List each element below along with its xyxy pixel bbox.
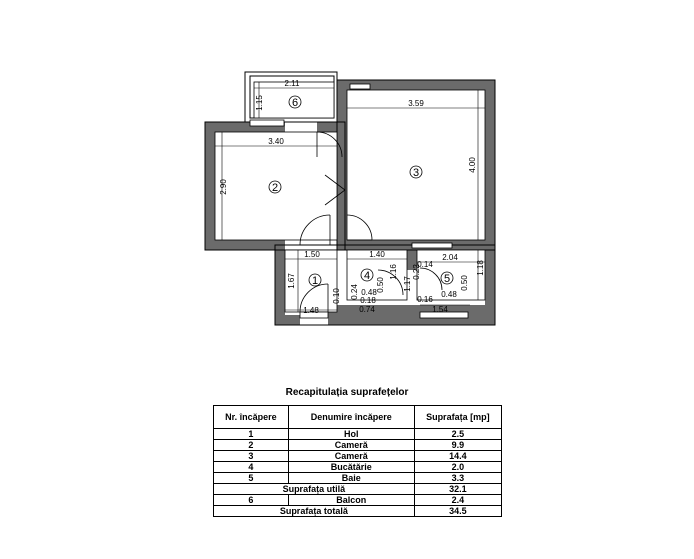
room-number-4: 4	[364, 270, 370, 282]
header-area: Suprafața [mp]	[413, 405, 503, 429]
room-number-3: 3	[413, 167, 419, 179]
dim-label: 3.59	[408, 99, 424, 108]
dim-label: 1.16	[389, 264, 398, 280]
cell-nr: 2	[213, 439, 289, 451]
total-area-row: Suprafața totală 34.5	[213, 505, 503, 517]
floor-plan: 6 2 3 1 4 5 2.11 1.15 3.59 3.40 2.90 4.0…	[204, 71, 496, 326]
table-header-row: Nr. încăpere Denumire încăpere Suprafața…	[213, 405, 503, 429]
dim-label: 0.50	[376, 277, 385, 293]
dim-label: 3.40	[268, 137, 284, 146]
dim-label: 2.90	[219, 179, 228, 195]
table-row: 5 Baie 3.3	[213, 472, 503, 484]
dimension-labels: 2.11 1.15 3.59 3.40 2.90 4.00 1.50 1.40 …	[219, 79, 485, 315]
dim-label: 1.18	[476, 260, 485, 276]
dim-label: 0.48	[361, 288, 377, 297]
dim-label: 0.48	[441, 290, 457, 299]
room-number-5: 5	[444, 273, 450, 285]
table-row: 3 Cameră 14.4	[213, 450, 503, 462]
dim-label: 0.10	[332, 288, 341, 304]
total-area-value: 34.5	[413, 505, 503, 517]
cell-name: Baie	[287, 472, 415, 484]
cell-area: 2.5	[413, 428, 503, 440]
room-number-markers	[268, 95, 454, 287]
summary-table: Nr. încăpere Denumire încăpere Suprafața…	[213, 405, 503, 517]
dim-label: 1.50	[304, 250, 320, 259]
summary-title: Recapitulația suprafețelor	[285, 387, 409, 398]
dim-label: 0.50	[460, 275, 469, 291]
room-number-1: 1	[312, 275, 318, 287]
table-row: 4 Bucătărie 2.0	[213, 461, 503, 473]
dim-label: 1.67	[287, 273, 296, 289]
dim-label: 0.22	[412, 264, 421, 280]
room-number-2: 2	[272, 182, 278, 194]
total-area-label: Suprafața totală	[213, 505, 415, 517]
useful-area-label: Suprafața utilă	[213, 483, 415, 495]
doors	[299, 131, 443, 313]
dim-label: 1.54	[432, 305, 448, 314]
dim-label: 4.00	[468, 157, 477, 173]
cell-area: 14.4	[413, 450, 503, 462]
cell-name: Bucătărie	[287, 461, 415, 473]
dim-label: 1.15	[255, 95, 264, 111]
dim-label: 2.04	[442, 253, 458, 262]
cell-name: Cameră	[287, 450, 415, 462]
room-number-6: 6	[292, 97, 298, 109]
cell-nr: 6	[213, 494, 289, 506]
dim-label: 0.74	[359, 305, 375, 314]
cell-name: Balcon	[287, 494, 415, 506]
dim-label: 1.48	[303, 306, 319, 315]
cell-name: Cameră	[287, 439, 415, 451]
table-row: 6 Balcon 2.4	[213, 494, 503, 506]
table-row: 2 Cameră 9.9	[213, 439, 503, 451]
dim-label: 0.16	[417, 295, 433, 304]
cell-area: 2.4	[413, 494, 503, 506]
header-nr: Nr. încăpere	[213, 405, 289, 429]
cell-name: Hol	[287, 428, 415, 440]
cell-nr: 5	[213, 472, 289, 484]
cell-area: 9.9	[413, 439, 503, 451]
windows	[249, 83, 469, 319]
dim-label: 1.17	[403, 276, 412, 292]
useful-area-value: 32.1	[413, 483, 503, 495]
dim-label: 0.14	[417, 260, 433, 269]
useful-area-row: Suprafața utilă 32.1	[213, 483, 503, 495]
table-row: 1 Hol 2.5	[213, 428, 503, 440]
dim-label: 2.11	[285, 79, 301, 88]
cell-area: 3.3	[413, 472, 503, 484]
cell-area: 2.0	[413, 461, 503, 473]
header-name: Denumire încăpere	[287, 405, 415, 429]
dim-label: 0.24	[350, 284, 359, 300]
cell-nr: 1	[213, 428, 289, 440]
dim-label: 0.18	[360, 296, 376, 305]
dimension-lines	[215, 82, 485, 312]
cell-nr: 3	[213, 450, 289, 462]
dim-label: 1.40	[369, 250, 385, 259]
cell-nr: 4	[213, 461, 289, 473]
